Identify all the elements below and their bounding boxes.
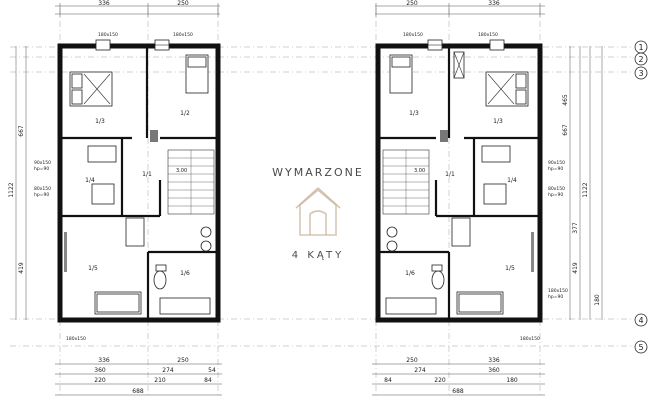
dim-bottom-left-r2-a: 360 <box>94 367 106 374</box>
window-left-top-a: 180x150 <box>98 32 118 38</box>
room-right-1-5: 1/5 <box>505 265 515 272</box>
watermark: WYMARZONE 4 KĄTY <box>272 166 364 261</box>
dim-bottom-left-r2-c: 54 <box>208 367 216 374</box>
dim-bottom-left-r1-a: 336 <box>98 357 110 364</box>
dim-bottom-right-r2-a: 274 <box>414 367 426 374</box>
room-right-1-1: 1/1 <box>445 171 455 178</box>
dim-bottom-right-total: 688 <box>452 388 464 395</box>
dim-top-left-1: 336 <box>98 0 110 7</box>
dim-right-outer: 1122 <box>582 182 589 197</box>
dim-left-lower: 419 <box>18 262 25 274</box>
left-side-dimension-lines <box>15 46 27 320</box>
dim-left-upper: 667 <box>18 125 25 137</box>
window-right-side-a: 90x150 <box>548 160 565 166</box>
axis-bubble-1: 1 <box>634 40 648 54</box>
window-right-side-c: 180x150 <box>548 288 568 294</box>
dim-bottom-left-r3-a: 220 <box>94 377 106 384</box>
dim-bottom-right-r1-b: 336 <box>488 357 500 364</box>
room-right-1-3a: 1/3 <box>409 110 419 117</box>
window-left-side-a-hp: hp=90 <box>34 166 49 172</box>
room-right-1-4: 1/4 <box>507 177 517 184</box>
dim-bottom-right-r3-b: 220 <box>434 377 446 384</box>
dim-bottom-left-total: 688 <box>132 388 144 395</box>
window-left-side-a: 90x150 <box>34 160 51 166</box>
stair-label-left: 3.00 <box>176 168 187 174</box>
room-left-1-6: 1/6 <box>180 270 190 277</box>
watermark-line2: 4 KĄTY <box>292 250 344 261</box>
dim-right-upper: 465 <box>562 94 569 106</box>
watermark-line1: WYMARZONE <box>272 166 364 179</box>
dim-right-a: 377 <box>572 222 579 234</box>
room-left-1-4: 1/4 <box>85 177 95 184</box>
dim-bottom-left-r3-b: 210 <box>154 377 166 384</box>
window-right-side-b: 80x150 <box>548 186 565 192</box>
window-right-top-a: 180x150 <box>403 32 423 38</box>
top-dimension-lines <box>55 3 545 17</box>
room-left-1-2: 1/2 <box>180 110 190 117</box>
axis-bubble-4: 4 <box>634 313 648 327</box>
svg-text:1: 1 <box>638 43 643 52</box>
axis-bubble-3: 3 <box>634 66 648 80</box>
dim-top-right-2: 336 <box>488 0 500 7</box>
dim-bottom-right-r2-b: 360 <box>488 367 500 374</box>
room-left-1-1: 1/1 <box>142 171 152 178</box>
dim-bottom-right-r3-c: 180 <box>506 377 518 384</box>
window-right-side-c-hp: hp=90 <box>548 294 563 300</box>
svg-text:5: 5 <box>638 343 643 352</box>
unit-left <box>57 39 221 323</box>
dim-right-mid: 667 <box>562 124 569 136</box>
dim-top-left-2: 250 <box>177 0 189 7</box>
dim-bottom-right-r1-a: 250 <box>406 357 418 364</box>
window-right-bottom: 180x150 <box>520 336 540 342</box>
window-right-top-b: 180x150 <box>478 32 498 38</box>
window-right-side-a-hp: hp=90 <box>548 166 563 172</box>
axis-bubble-5: 5 <box>634 340 648 354</box>
bottom-dimension-lines <box>55 363 545 396</box>
window-left-side-b-hp: hp=90 <box>34 192 49 198</box>
svg-text:2: 2 <box>638 55 643 64</box>
svg-text:3: 3 <box>638 69 643 78</box>
dim-bottom-left-r2-b: 274 <box>162 367 174 374</box>
unit-right <box>375 39 543 323</box>
room-left-1-3: 1/3 <box>95 118 105 125</box>
axis-bubble-2: 2 <box>634 52 648 66</box>
dim-top-right-1: 250 <box>406 0 418 7</box>
dim-right-b: 419 <box>572 262 579 274</box>
window-left-side-b: 80x150 <box>34 186 51 192</box>
dim-right-small: 180 <box>594 294 601 306</box>
dim-bottom-left-r3-c: 84 <box>204 377 212 384</box>
dim-bottom-left-r1-b: 250 <box>177 357 189 364</box>
window-right-side-b-hp: hp=90 <box>548 192 563 198</box>
window-left-top-b: 180x150 <box>173 32 193 38</box>
room-right-1-6: 1/6 <box>405 270 415 277</box>
dim-left-outer: 1122 <box>8 182 15 197</box>
window-left-bottom: 180x150 <box>66 336 86 342</box>
right-side-dimension-lines <box>569 46 603 320</box>
room-right-1-3b: 1/3 <box>493 118 503 125</box>
stair-label-right: 3.00 <box>414 168 425 174</box>
room-left-1-5: 1/5 <box>88 265 98 272</box>
svg-text:4: 4 <box>638 316 643 325</box>
dim-bottom-right-r3-a: 84 <box>384 377 392 384</box>
